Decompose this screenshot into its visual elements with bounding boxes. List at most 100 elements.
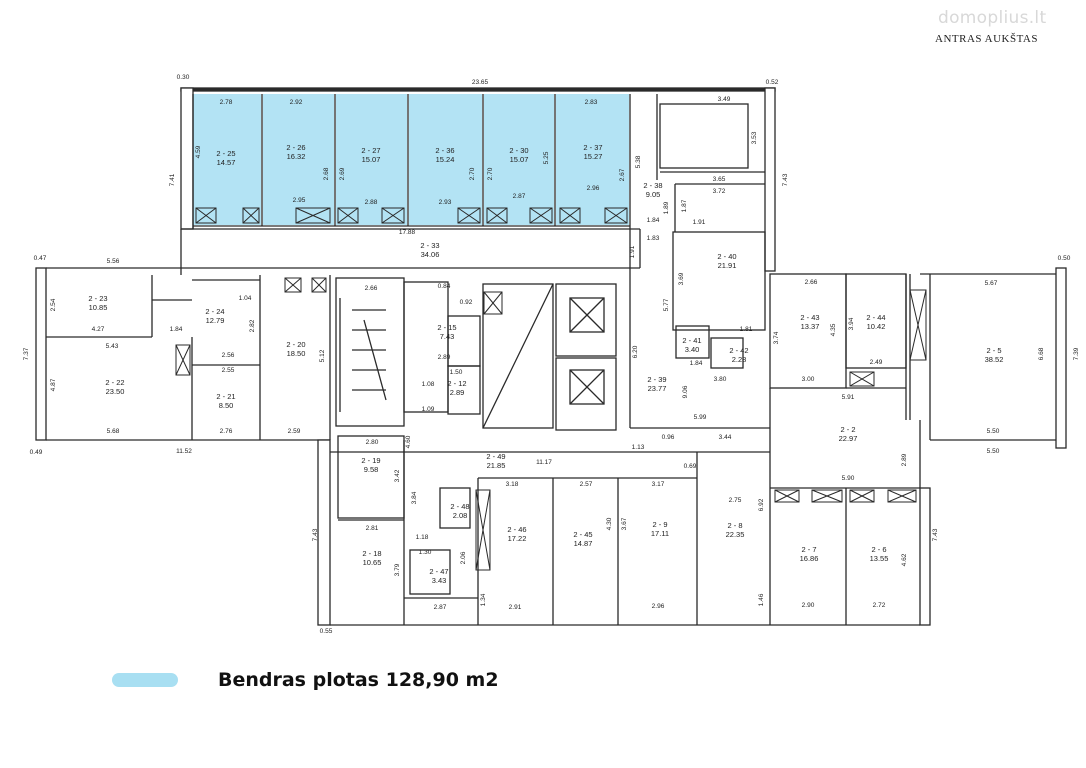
dim-11-52: 11.52 — [176, 448, 192, 455]
room-2-20-area: 18.50 — [287, 349, 306, 358]
dim-2-57: 2.57 — [580, 481, 593, 488]
dim-2-82: 2.82 — [249, 319, 256, 332]
room-2-44-area: 10.42 — [867, 322, 886, 331]
walls — [35, 87, 1067, 626]
dim-2-81: 2.81 — [366, 525, 379, 532]
dim-5-12: 5.12 — [319, 349, 326, 362]
room-2-25-area: 14.57 — [217, 158, 236, 167]
dim-0-84: 0.84 — [438, 283, 451, 290]
dim-1-87: 1.87 — [681, 199, 688, 212]
dim-4-87: 4.87 — [50, 378, 57, 391]
dim-11-17: 11.17 — [536, 459, 552, 466]
dim-2-91: 2.91 — [509, 604, 522, 611]
dim-3-80: 3.80 — [714, 376, 727, 383]
dim-6-92: 6.92 — [758, 498, 765, 511]
dim-2-68: 2.68 — [323, 167, 330, 180]
room-2-7-area: 16.86 — [800, 554, 819, 563]
room-fill-2-26[interactable] — [263, 94, 334, 225]
dim-5-68: 5.68 — [107, 428, 120, 435]
room-2-40-area: 21.91 — [718, 261, 737, 270]
dim-5-67: 5.67 — [985, 280, 998, 287]
room-2-48-id: 2 - 48 — [450, 502, 469, 511]
room-2-8-id: 2 - 8 — [727, 521, 742, 530]
dim-1-91-a: 1.91 — [693, 219, 706, 226]
dim-3-65: 3.65 — [713, 176, 726, 183]
dim-4-27: 4.27 — [92, 326, 105, 333]
room-2-30-area: 15.07 — [510, 155, 529, 164]
room-2-2-id: 2 - 2 — [840, 425, 855, 434]
dim-2-69: 2.69 — [339, 167, 346, 180]
dim-5-56: 5.56 — [107, 258, 120, 265]
room-2-27-id: 2 - 27 — [361, 146, 380, 155]
dim-2-87-b: 2.87 — [434, 604, 447, 611]
dim-3-18: 3.18 — [506, 481, 519, 488]
room-2-42-area: 2.28 — [732, 355, 747, 364]
room-2-19-id: 2 - 19 — [361, 456, 380, 465]
room-2-36-area: 15.24 — [436, 155, 455, 164]
dim-5-91: 5.91 — [842, 394, 855, 401]
dim-2-55: 2.55 — [222, 367, 235, 374]
room-fill-2-30[interactable] — [484, 94, 554, 225]
dim-2-66-b: 2.66 — [805, 279, 818, 286]
dim-2-83: 2.83 — [585, 99, 598, 106]
room-2-26-area: 16.32 — [287, 152, 306, 161]
dim-2-56: 2.56 — [222, 352, 235, 359]
room-2-5-area: 38.52 — [985, 355, 1004, 364]
room-2-47-area: 3.43 — [432, 576, 447, 585]
dim-1-84-a: 1.84 — [647, 217, 660, 224]
room-2-21-id: 2 - 21 — [216, 392, 235, 401]
dim-0-92: 0.92 — [460, 299, 473, 306]
dim-2-49: 2.49 — [870, 359, 883, 366]
room-2-6-area: 13.55 — [870, 554, 889, 563]
dim-1-91-b: 1.91 — [629, 245, 636, 258]
dim-5-38: 5.38 — [635, 155, 642, 168]
dim-6-20: 6.20 — [632, 345, 639, 358]
dim-0-52: 0.52 — [766, 79, 779, 86]
room-2-44-id: 2 - 44 — [866, 313, 885, 322]
room-fill-2-36[interactable] — [409, 94, 482, 225]
room-2-38-id: 2 - 38 — [643, 181, 662, 190]
room-2-9-id: 2 - 9 — [652, 520, 667, 529]
room-fill-2-37[interactable] — [556, 94, 629, 225]
dim-1-84-b: 1.84 — [170, 326, 183, 333]
room-2-49-area: 21.85 — [487, 461, 506, 470]
room-2-9-area: 17.11 — [651, 529, 669, 538]
dim-3-94: 3.94 — [848, 317, 855, 330]
dim-0-49: 0.49 — [30, 449, 43, 456]
dim-9-06: 9.06 — [682, 385, 689, 398]
dim-3-44: 3.44 — [719, 434, 732, 441]
dim-2-95: 2.95 — [293, 197, 306, 204]
dim-7-37: 7.37 — [23, 347, 30, 360]
dim-1-84-c: 1.84 — [690, 360, 703, 367]
room-2-47-id: 2 - 47 — [429, 567, 448, 576]
dim-5-90: 5.90 — [842, 475, 855, 482]
room-fill-2-25[interactable] — [193, 94, 261, 225]
room-2-41-area: 3.40 — [685, 345, 700, 354]
dim-4-30: 4.30 — [606, 517, 613, 530]
room-2-37-id: 2 - 37 — [583, 143, 602, 152]
room-fill-2-27[interactable] — [336, 94, 407, 225]
room-2-21-area: 8.50 — [219, 401, 234, 410]
dim-2-70-b: 2.70 — [487, 167, 494, 180]
legend-label: Bendras plotas 128,90 m2 — [218, 669, 499, 691]
floor-title: ANTRAS AUKŠTAS — [935, 33, 1038, 45]
room-2-43-area: 13.37 — [801, 322, 820, 331]
dim-2-06: 2.06 — [460, 551, 467, 564]
dim-1-89: 1.89 — [663, 201, 670, 214]
dim-2-87: 2.87 — [513, 193, 526, 200]
room-2-8-area: 22.35 — [726, 530, 745, 539]
dim-1-46: 1.46 — [758, 593, 765, 606]
room-2-18-id: 2 - 18 — [362, 549, 381, 558]
room-2-36-id: 2 - 36 — [435, 146, 454, 155]
dim-3-53: 3.53 — [751, 131, 758, 144]
room-2-27-area: 15.07 — [362, 155, 381, 164]
room-2-7-id: 2 - 7 — [801, 545, 816, 554]
dim-2-67: 2.67 — [619, 168, 626, 181]
dim-1-13: 1.13 — [632, 444, 645, 451]
legend-swatch — [112, 673, 178, 687]
dim-1-09: 1.09 — [422, 406, 435, 413]
highlighted-area — [193, 94, 629, 225]
room-2-18-area: 10.65 — [363, 558, 382, 567]
dim-2-90: 2.90 — [802, 602, 815, 609]
